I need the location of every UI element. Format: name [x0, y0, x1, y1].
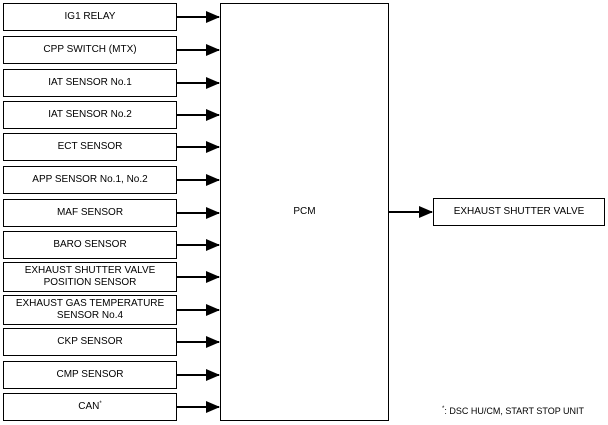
- input-ig1-relay: IG1 RELAY: [3, 3, 177, 31]
- input-ect-sensor: ECT SENSOR: [3, 133, 177, 161]
- arrow-ect-sensor-to-pcm: [177, 141, 220, 153]
- input-label-line2: SENSOR No.4: [56, 310, 124, 321]
- input-iat-sensor-1: IAT SENSOR No.1: [3, 69, 177, 97]
- footnote: *: DSC HU/CM, START STOP UNIT: [442, 406, 584, 416]
- input-label-line1: EXHAUST GAS TEMPERATURE: [15, 298, 165, 309]
- pcm-block: PCM: [220, 3, 389, 421]
- input-label: APP SENSOR No.1, No.2: [32, 174, 148, 185]
- arrow-cmp-sensor-to-pcm: [177, 369, 220, 381]
- arrow-pcm-to-exhaust-shutter-valve: [389, 206, 433, 218]
- input-label: CMP SENSOR: [56, 369, 124, 380]
- input-cmp-sensor: CMP SENSOR: [3, 361, 177, 389]
- input-label: BARO SENSOR: [53, 239, 127, 250]
- input-label: ECT SENSOR: [57, 141, 123, 152]
- input-label-line1: EXHAUST SHUTTER VALVE: [24, 265, 156, 276]
- input-label: CAN*: [78, 401, 101, 413]
- input-maf-sensor: MAF SENSOR: [3, 199, 177, 227]
- input-ckp-sensor: CKP SENSOR: [3, 328, 177, 356]
- arrow-iat-sensor-2-to-pcm: [177, 109, 220, 121]
- arrow-cpp-switch-to-pcm: [177, 44, 220, 56]
- input-baro-sensor: BARO SENSOR: [3, 231, 177, 259]
- arrow-ig1-relay-to-pcm: [177, 11, 220, 23]
- input-label: CKP SENSOR: [57, 336, 123, 347]
- arrow-iat-sensor-1-to-pcm: [177, 77, 220, 89]
- footnote-marker: *: [442, 406, 445, 412]
- arrow-exhaust-shutter-valve-position-sensor-to-pcm: [177, 271, 220, 283]
- input-label: IAT SENSOR No.1: [48, 77, 132, 88]
- input-label: MAF SENSOR: [56, 207, 124, 218]
- input-label-line2: POSITION SENSOR: [43, 277, 137, 288]
- output-exhaust-shutter-valve: EXHAUST SHUTTER VALVE: [433, 198, 605, 226]
- arrow-app-sensor-to-pcm: [177, 174, 220, 186]
- input-label: IG1 RELAY: [64, 11, 116, 22]
- input-can: CAN*: [3, 393, 177, 421]
- pcm-label: PCM: [293, 206, 316, 217]
- output-label: EXHAUST SHUTTER VALVE: [453, 206, 585, 217]
- arrow-maf-sensor-to-pcm: [177, 207, 220, 219]
- footnote-marker: *: [99, 401, 102, 407]
- arrow-exhaust-gas-temperature-sensor-to-pcm: [177, 304, 220, 316]
- input-iat-sensor-2: IAT SENSOR No.2: [3, 101, 177, 129]
- input-cpp-switch: CPP SWITCH (MTX): [3, 36, 177, 64]
- arrow-can-to-pcm: [177, 401, 220, 413]
- arrow-baro-sensor-to-pcm: [177, 239, 220, 251]
- footnote-text: : DSC HU/CM, START STOP UNIT: [444, 406, 585, 416]
- arrow-ckp-sensor-to-pcm: [177, 336, 220, 348]
- input-label: IAT SENSOR No.2: [48, 109, 132, 120]
- input-label-text: CAN: [78, 401, 100, 412]
- input-label: CPP SWITCH (MTX): [43, 44, 137, 55]
- input-app-sensor: APP SENSOR No.1, No.2: [3, 166, 177, 194]
